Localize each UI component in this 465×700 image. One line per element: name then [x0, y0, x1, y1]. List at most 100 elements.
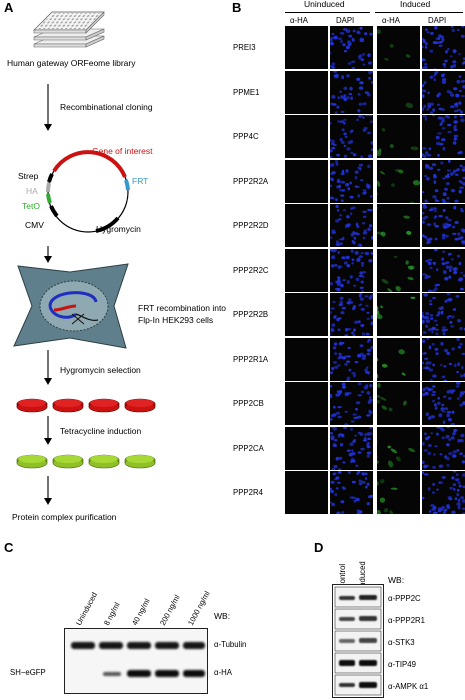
group-uninduced-label: Uninduced: [304, 0, 345, 9]
blot-d-bands: [334, 586, 382, 696]
image-induced-ha: [377, 426, 420, 470]
lane-label: 8 ng/ml: [102, 600, 122, 627]
red-dishes: [16, 398, 156, 413]
plate-stack-illustration: [33, 11, 105, 48]
panel-b-letter: B: [232, 0, 242, 15]
cell-illustration: [13, 263, 129, 349]
arrow-down-icon: [44, 84, 52, 131]
blot-c-bands: [71, 642, 205, 677]
image-uninduced-ha: [285, 70, 328, 114]
band-label-tip49: α-TIP49: [388, 660, 416, 669]
gene-label: PREI3: [233, 43, 256, 52]
step-recombinational-cloning: Recombinational cloning: [60, 102, 153, 112]
lane-label: 40 ng/ml: [130, 597, 152, 627]
step-protein-purification: Protein complex purification: [12, 512, 117, 522]
image-induced-ha: [377, 115, 420, 158]
arrow-down-icon: [44, 246, 52, 263]
side-label-sh-egfp: SH−eGFP: [10, 668, 46, 677]
image-induced-dapi: [422, 204, 465, 247]
plasmid-map: [45, 150, 130, 233]
wb-label-d: WB:: [388, 575, 405, 585]
image-induced-ha: [377, 337, 420, 381]
image-induced-ha: [377, 204, 420, 247]
lane-label: 200 ng/ml: [158, 593, 182, 627]
image-uninduced-dapi: [330, 159, 373, 203]
group-induced-label: Induced: [400, 0, 431, 9]
image-uninduced-ha: [285, 471, 328, 514]
image-induced-ha: [377, 382, 420, 425]
lane-label: 1000 ng/ml: [186, 589, 212, 627]
image-uninduced-ha: [285, 248, 328, 292]
image-induced-dapi: [422, 337, 465, 381]
step-tetracycline-induction: Tetracycline induction: [60, 426, 142, 436]
arrow-down-icon: [44, 416, 52, 445]
band-label-ampk: α-AMPK α1: [388, 682, 429, 691]
image-induced-dapi: [422, 471, 465, 514]
image-uninduced-ha: [285, 26, 328, 69]
gene-label: PPP2R4: [233, 488, 263, 497]
panel-d-letter: D: [314, 540, 324, 555]
image-induced-ha: [377, 471, 420, 514]
col-uninduced-ha: α-HA: [290, 16, 308, 25]
image-uninduced-dapi: [330, 382, 373, 425]
image-uninduced-dapi: [330, 70, 373, 114]
image-uninduced-dapi: [330, 115, 373, 158]
image-uninduced-dapi: [330, 337, 373, 381]
band-label-ppp2r1: α-PPP2R1: [388, 616, 426, 625]
group-uninduced-line: [285, 12, 370, 13]
cell-label-line1: FRT recombination into: [138, 303, 227, 313]
image-induced-dapi: [422, 26, 465, 69]
image-induced-dapi: [422, 426, 465, 470]
western-blot-d: [332, 584, 384, 698]
step-hygromycin-selection: Hygromycin selection: [60, 365, 141, 375]
image-uninduced-ha: [285, 382, 328, 425]
image-uninduced-ha: [285, 159, 328, 203]
plasmid-ha-label: HA: [26, 186, 38, 196]
plasmid-strep-label: Strep: [18, 171, 39, 181]
image-induced-ha: [377, 293, 420, 336]
image-uninduced-ha: [285, 115, 328, 158]
gene-label: PPP2R1A: [233, 354, 269, 364]
arrow-down-icon: [44, 476, 52, 505]
image-uninduced-ha: [285, 204, 328, 247]
image-induced-dapi: [422, 115, 465, 158]
cell-label-line2: Flp-In HEK293 cells: [138, 315, 214, 325]
image-induced-dapi: [422, 159, 465, 203]
image-uninduced-dapi: [330, 26, 373, 69]
plasmid-cmv-label: CMV: [25, 220, 44, 230]
green-dishes: [16, 454, 156, 469]
band-label-ppp2c: α-PPP2C: [388, 594, 421, 603]
image-induced-ha: [377, 159, 420, 203]
image-uninduced-dapi: [330, 204, 373, 247]
band-label-ha: α-HA: [214, 668, 232, 677]
gene-label: PPP2CA: [233, 443, 264, 453]
gene-label: PPP2R2D: [233, 221, 269, 230]
gene-label: PPP2R2C: [233, 265, 269, 275]
col-induced-dapi: DAPI: [428, 16, 447, 25]
western-blot-c: [64, 628, 208, 694]
image-uninduced-dapi: [330, 248, 373, 292]
image-induced-dapi: [422, 382, 465, 425]
plasmid-hygromycin-label: Hygromycin: [96, 224, 141, 234]
image-induced-dapi: [422, 293, 465, 336]
image-induced-ha: [377, 248, 420, 292]
plasmid-teto-label: TetO: [22, 201, 40, 211]
gene-label: PPME1: [233, 87, 260, 97]
gene-label: PPP4C: [233, 132, 259, 141]
image-uninduced-dapi: [330, 293, 373, 336]
image-induced-ha: [377, 26, 420, 69]
wb-label-c: WB:: [214, 611, 231, 621]
col-uninduced-dapi: DAPI: [336, 16, 355, 25]
image-induced-dapi: [422, 70, 465, 114]
image-uninduced-dapi: [330, 426, 373, 470]
image-induced-dapi: [422, 248, 465, 292]
image-uninduced-dapi: [330, 471, 373, 514]
band-label-tubulin: α-Tubulin: [214, 640, 247, 649]
plasmid-gene-label: Gene of interest: [92, 146, 153, 156]
panel-c-letter: C: [4, 540, 14, 555]
col-induced-ha: α-HA: [382, 16, 400, 25]
image-uninduced-ha: [285, 426, 328, 470]
arrow-down-icon: [44, 350, 52, 385]
gene-label: PPP2R2B: [233, 310, 269, 319]
panel-a-letter: A: [4, 0, 14, 15]
